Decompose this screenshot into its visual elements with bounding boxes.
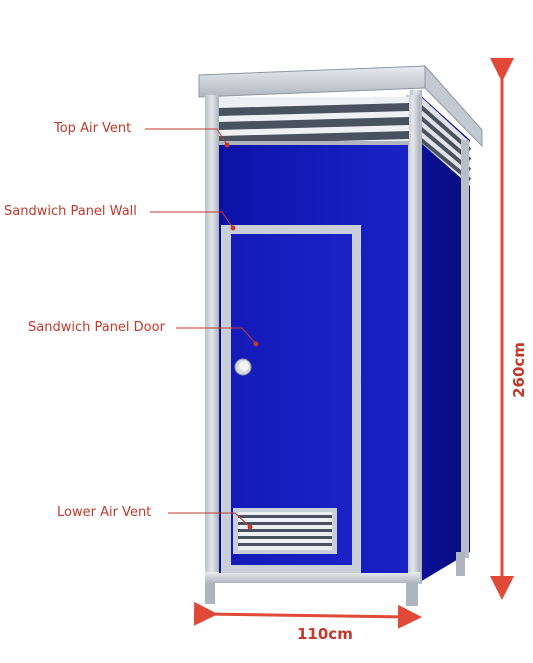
lower-vent xyxy=(233,508,337,554)
sandwich-panel-door-leader xyxy=(176,327,257,345)
lower-air-vent-leader xyxy=(168,512,251,528)
width-arrow xyxy=(193,601,422,629)
top-air-vent-leader xyxy=(145,128,228,146)
front-frame xyxy=(205,95,420,606)
callout-lines xyxy=(145,128,259,530)
door-handle xyxy=(234,358,252,376)
door xyxy=(221,225,361,573)
label-top-air-vent: Top Air Vent xyxy=(54,121,132,136)
label-sandwich-panel-door: Sandwich Panel Door xyxy=(28,320,165,335)
dimension-arrows xyxy=(193,58,514,629)
sandwich-panel-wall-leader xyxy=(150,211,234,229)
front-top-vent xyxy=(219,97,409,145)
width-dimension-label: 110cm xyxy=(297,625,353,643)
roof xyxy=(198,64,483,148)
label-lower-air-vent: Lower Air Vent xyxy=(57,505,152,520)
height-dimension-label: 260cm xyxy=(510,342,528,398)
label-sandwich-panel-wall: Sandwich Panel Wall xyxy=(4,204,137,219)
